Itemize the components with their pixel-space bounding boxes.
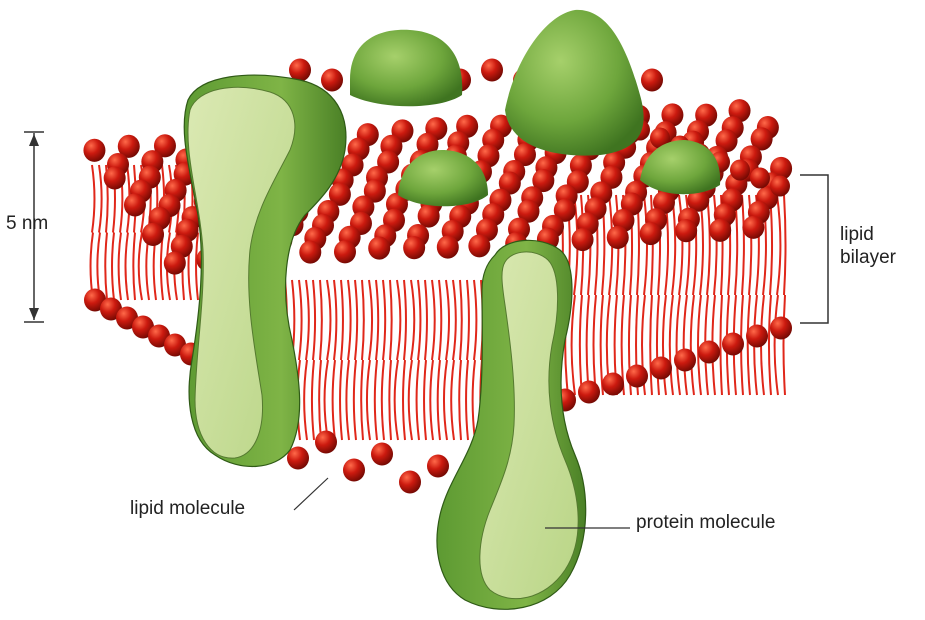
lipid-head bbox=[770, 176, 790, 197]
lipid-head bbox=[321, 68, 343, 91]
lipid-head bbox=[674, 348, 696, 371]
lipid-head bbox=[750, 168, 770, 189]
lipid-tail bbox=[395, 280, 401, 440]
lipid-head bbox=[730, 160, 750, 181]
lipid-molecule-leader bbox=[294, 478, 328, 510]
lipid-head bbox=[104, 166, 126, 189]
lipid-tail bbox=[734, 195, 737, 395]
lipid-tail bbox=[97, 165, 101, 300]
lipid-tail bbox=[424, 280, 427, 440]
lipid-head bbox=[650, 356, 672, 379]
scale-label: 5 nm bbox=[6, 213, 48, 236]
lipid-tail bbox=[459, 280, 462, 440]
lipid-tail bbox=[607, 195, 612, 395]
lipid-tail bbox=[438, 280, 442, 440]
lipid-head bbox=[368, 237, 390, 260]
lipid-tail bbox=[403, 280, 406, 440]
lipid-tail bbox=[430, 280, 434, 440]
lipid-bilayer-label-line2: bilayer bbox=[840, 247, 896, 270]
lipid-tail bbox=[354, 280, 357, 440]
lipid-head bbox=[399, 470, 421, 493]
lipid-tail bbox=[304, 280, 309, 440]
lipid-tail bbox=[698, 195, 703, 395]
lipid-head bbox=[343, 458, 365, 481]
lipid-head bbox=[722, 332, 744, 355]
lipid-tail bbox=[783, 195, 785, 395]
bilayer-bracket bbox=[800, 175, 828, 323]
lipid-head bbox=[142, 223, 164, 246]
lipid-head bbox=[334, 240, 356, 263]
lipid-head bbox=[698, 340, 720, 363]
lipid-head bbox=[164, 251, 186, 274]
lipid-head bbox=[640, 222, 662, 245]
lipid-tail bbox=[361, 280, 364, 440]
lipid-head bbox=[124, 193, 146, 216]
lipid-head bbox=[403, 236, 425, 259]
protein-dome-back bbox=[350, 30, 462, 106]
lipid-tail bbox=[319, 280, 322, 440]
lipid-tail bbox=[125, 165, 129, 300]
lipid-tail bbox=[375, 280, 378, 440]
lipid-bilayer-label-line1: lipid bbox=[840, 224, 896, 247]
lipid-tail bbox=[473, 280, 477, 440]
lipid-tail bbox=[417, 280, 421, 440]
lipid-tail bbox=[346, 280, 350, 440]
lipid-head bbox=[626, 364, 648, 387]
lipid-tail bbox=[367, 280, 372, 440]
lipid-molecule-label: lipid molecule bbox=[130, 498, 245, 521]
lipid-tail bbox=[601, 195, 605, 395]
lipid-head bbox=[468, 234, 490, 257]
lipid-tail bbox=[312, 280, 315, 440]
lipid-tail bbox=[466, 280, 469, 440]
lipid-head bbox=[418, 205, 440, 228]
lipid-head bbox=[437, 236, 459, 259]
lipid-tail bbox=[340, 280, 343, 440]
lipid-tail bbox=[451, 280, 456, 440]
lipid-head bbox=[770, 316, 792, 339]
lipid-head bbox=[83, 139, 105, 162]
lipid-tail bbox=[382, 280, 385, 440]
lipid-bilayer-label: lipid bilayer bbox=[840, 224, 896, 270]
lipid-head bbox=[742, 216, 764, 239]
transmembrane-protein-left bbox=[184, 75, 346, 466]
lipid-head bbox=[607, 226, 629, 249]
lipid-head bbox=[572, 228, 594, 251]
lipid-head bbox=[427, 454, 449, 477]
lipid-head bbox=[641, 68, 663, 91]
lipid-head bbox=[299, 241, 321, 264]
protein-cone bbox=[505, 10, 644, 156]
lipid-tail bbox=[389, 280, 391, 440]
lipid-tail bbox=[775, 195, 781, 395]
lipid-head bbox=[746, 324, 768, 347]
lipid-head bbox=[371, 442, 393, 465]
lipid-tail bbox=[769, 195, 772, 395]
lipid-tail bbox=[333, 280, 337, 440]
lipid-head bbox=[481, 58, 503, 81]
lipid-tail bbox=[325, 280, 331, 440]
lipid-head bbox=[675, 219, 697, 242]
lipid-tail bbox=[91, 165, 95, 300]
lipid-tail bbox=[705, 195, 710, 395]
lipid-head bbox=[315, 430, 337, 453]
lipid-tail bbox=[444, 280, 449, 440]
lipid-head bbox=[602, 372, 624, 395]
lipid-tail bbox=[409, 280, 415, 440]
protein-molecule-label: protein molecule bbox=[636, 512, 775, 535]
lipid-head bbox=[578, 380, 600, 403]
lipid-head bbox=[709, 219, 731, 242]
